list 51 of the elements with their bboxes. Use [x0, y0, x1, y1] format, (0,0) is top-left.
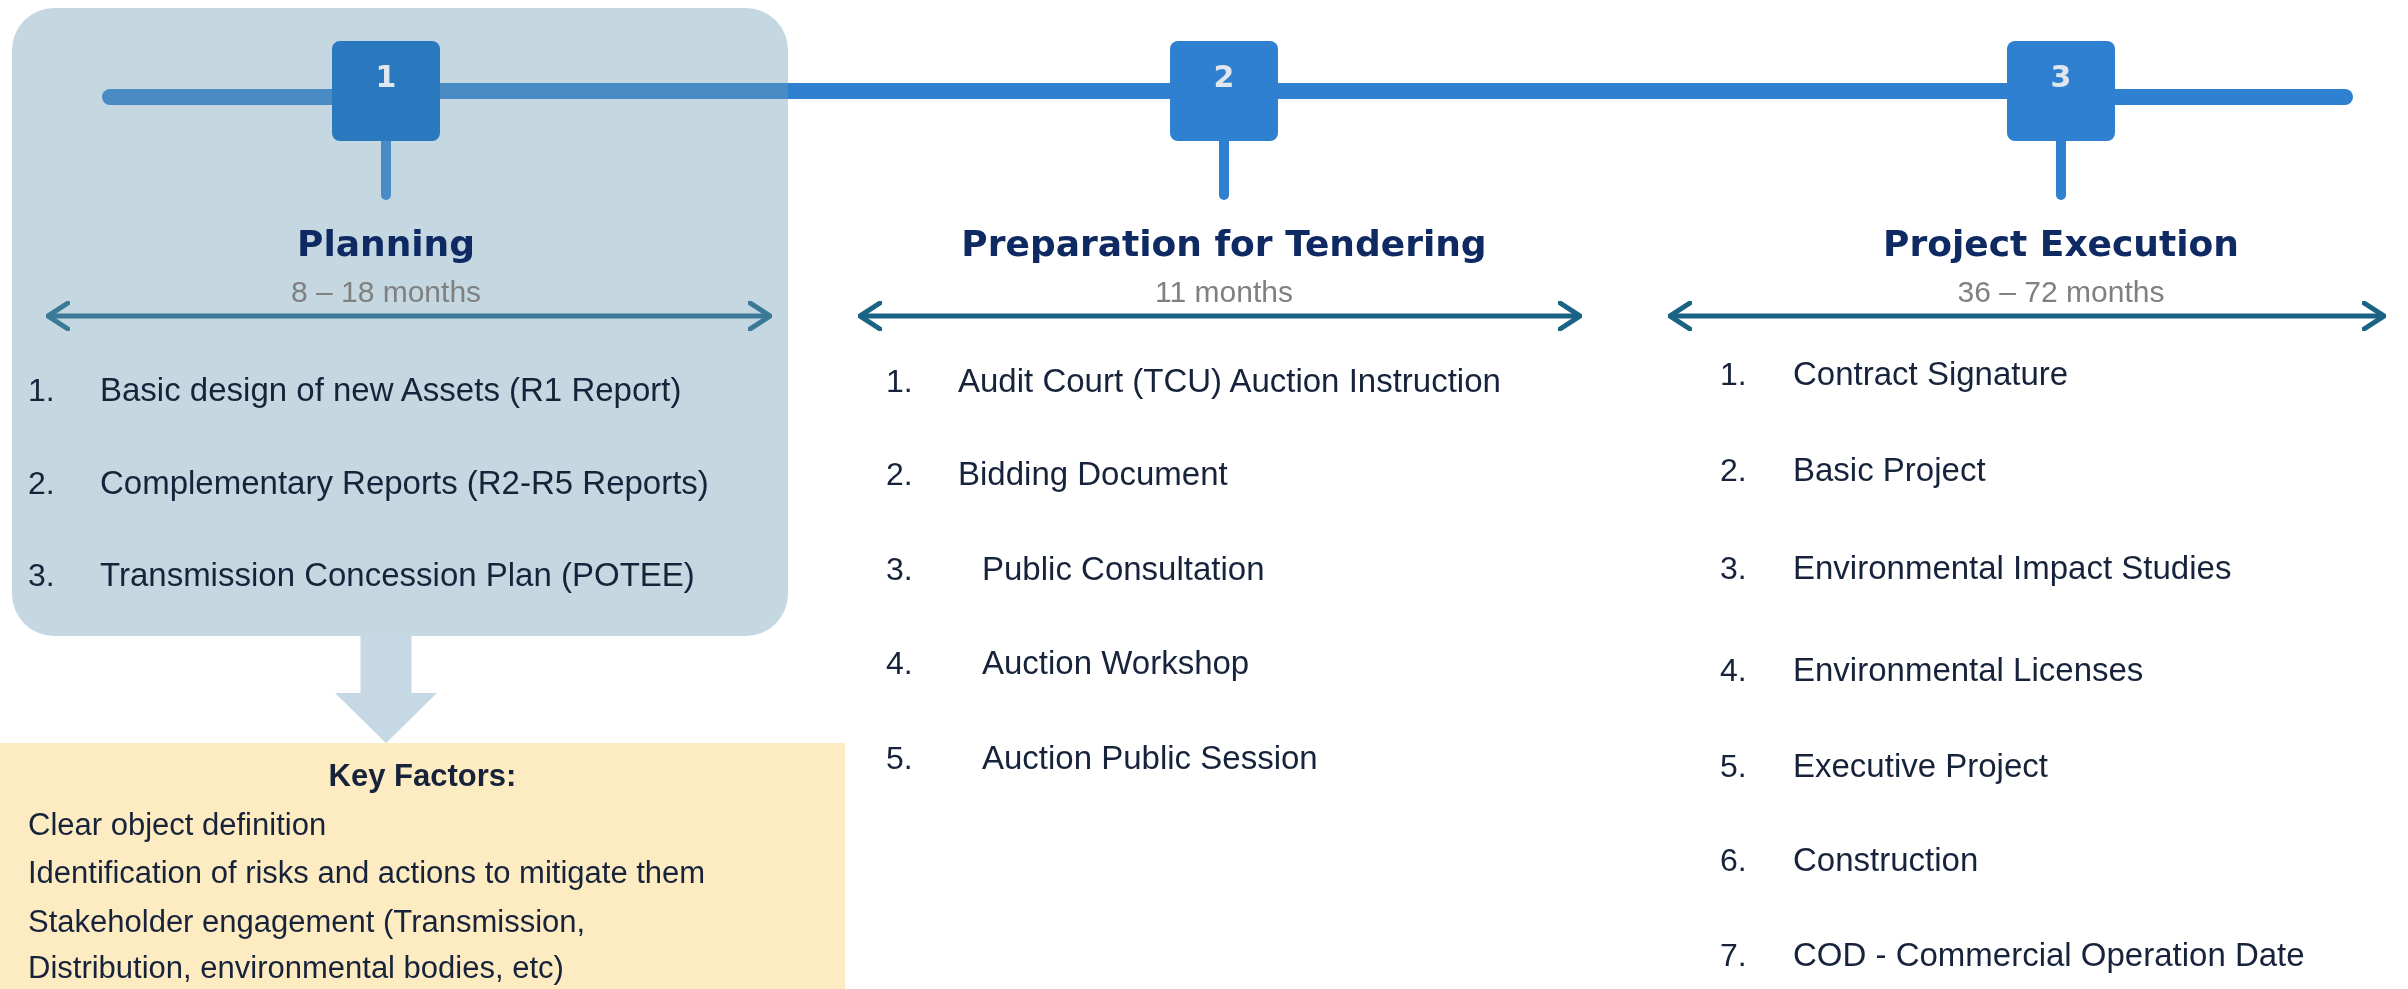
- step-number: 2: [1213, 59, 1235, 95]
- phase-title: Preparation for Tendering: [961, 222, 1487, 266]
- factor-text: Clear object definition: [28, 805, 328, 844]
- list-item: Construction: [1793, 840, 1979, 880]
- list-number: 2.: [1720, 450, 1747, 490]
- timeline-bar: [440, 83, 1170, 99]
- list-item: Executive Project: [1793, 746, 2048, 786]
- list-item: Basic design of new Assets (R1 Report): [100, 370, 682, 410]
- step-number-box: [2007, 41, 2115, 141]
- list-item: Complementary Reports (R2-R5 Reports): [100, 463, 709, 503]
- factor-text: Stakeholder engagement (Transmission, Distribution, environmental bodies, etc): [28, 902, 587, 987]
- list-item: Contract Signature: [1793, 354, 2069, 394]
- step-number: 3: [2050, 59, 2072, 95]
- factors-heading: Key Factors:: [328, 757, 517, 795]
- list-number: 1.: [28, 370, 55, 410]
- phase-title: Project Execution: [1883, 222, 2239, 266]
- block-arrow: [335, 636, 437, 743]
- list-number: 2.: [28, 463, 55, 503]
- list-number: 4.: [1720, 650, 1747, 690]
- list-item: Environmental Licenses: [1793, 650, 2144, 690]
- list-item: Public Consultation: [982, 549, 1265, 589]
- key-factors-box: [0, 743, 845, 989]
- list-number: 2.: [886, 454, 913, 494]
- list-number: 3.: [1720, 548, 1747, 588]
- list-number: 6.: [1720, 840, 1747, 880]
- phase-title: Planning: [297, 222, 475, 266]
- factor-text: Identification of risks and actions to mitigate them: [28, 854, 707, 892]
- list-item: Auction Public Session: [982, 738, 1318, 778]
- duration-text: 36 – 72 months: [1957, 274, 2165, 310]
- list-item: COD - Commercial Operation Date: [1793, 935, 2305, 975]
- duration-text: 11 months: [1155, 274, 1293, 310]
- timeline-bar: [1278, 83, 2007, 99]
- list-item: Basic Project: [1793, 450, 1986, 490]
- list-number: 5.: [1720, 746, 1747, 786]
- list-item: Bidding Document: [958, 454, 1228, 494]
- list-number: 7.: [1720, 935, 1747, 975]
- list-item: Transmission Concession Plan (POTEE): [100, 555, 695, 595]
- list-number: 5.: [886, 738, 913, 778]
- phase-panel: [12, 8, 788, 636]
- list-number: 1.: [886, 361, 913, 401]
- list-number: 4.: [886, 643, 913, 683]
- step-number-box: [1170, 41, 1278, 141]
- list-item: Auction Workshop: [982, 643, 1250, 683]
- duration-text: 8 – 18 months: [290, 274, 482, 310]
- list-number: 1.: [1720, 354, 1747, 394]
- step-number: 1: [375, 59, 397, 95]
- list-number: 3.: [28, 555, 55, 595]
- list-item: Environmental Impact Studies: [1793, 548, 2232, 588]
- step-number-box: [332, 41, 440, 141]
- list-item: Audit Court (TCU) Auction Instruction: [958, 361, 1501, 401]
- list-number: 3.: [886, 549, 913, 589]
